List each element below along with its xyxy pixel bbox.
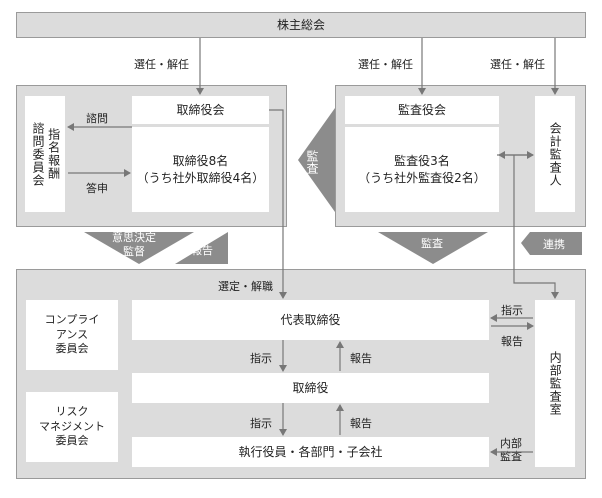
accounting-auditor-box: 会計監査人 xyxy=(535,96,575,212)
internal-report-label: 報告 xyxy=(501,335,523,348)
consult-label: 諮問 xyxy=(86,112,108,125)
internal-instruct-label: 指示 xyxy=(501,304,523,317)
report-back-label: 答申 xyxy=(86,182,108,195)
audit-board-body-box: 監査役3名 （うち社外監査役2名） xyxy=(345,127,499,212)
report-1-label: 報告 xyxy=(350,352,372,365)
internal-audit-label: 内部監査室 xyxy=(548,351,563,416)
elect-audit-label: 選任・解任 xyxy=(358,58,413,71)
report-up-label: 報告 xyxy=(191,244,213,257)
nomination-committee-box: 指名報酬 諮問委員会 xyxy=(25,96,65,212)
audit-board-title-box: 監査役会 xyxy=(345,96,499,124)
decision-supervision-arrow xyxy=(84,232,194,264)
risk-committee-label: リスク マネジメント 委員会 xyxy=(39,404,105,448)
cooperation-arrow xyxy=(521,232,582,255)
directors-box: 取締役 xyxy=(132,373,489,403)
internal-audit-link-arrow xyxy=(513,155,559,299)
shareholders-meeting-box: 株主総会 xyxy=(16,12,586,38)
representative-director-label: 代表取締役 xyxy=(280,312,341,327)
executives-box: 執行役員・各部門・子会社 xyxy=(132,437,489,467)
elect-accountant-label: 選任・解任 xyxy=(490,58,545,71)
audit-board-title-label: 監査役会 xyxy=(397,102,446,117)
decision-supervision-label: 意思決定 監督 xyxy=(112,231,156,258)
internal-audit-box: 内部監査室 xyxy=(535,300,575,467)
executives-label: 執行役員・各部門・子会社 xyxy=(238,444,383,459)
directors-label: 取締役 xyxy=(292,380,329,395)
compliance-committee-box: コンプライ アンス 委員会 xyxy=(26,300,118,370)
elect-board-label: 選任・解任 xyxy=(134,58,189,71)
representative-director-box: 代表取締役 xyxy=(132,300,489,340)
select-dismiss-label: 選定・解職 xyxy=(218,280,273,293)
shareholders-meeting-label: 株主総会 xyxy=(276,17,325,32)
audit-down-arrow xyxy=(378,232,488,264)
select-dismiss-arrow xyxy=(269,109,287,299)
instruct-2-label: 指示 xyxy=(250,417,272,430)
board-title-label: 取締役会 xyxy=(176,102,225,117)
board-title-box: 取締役会 xyxy=(132,96,269,124)
compliance-committee-label: コンプライ アンス 委員会 xyxy=(44,312,100,356)
report-up-arrow xyxy=(175,232,228,264)
nomination-committee-label: 指名報酬 諮問委員会 xyxy=(31,121,61,187)
audit-side-arrow xyxy=(298,108,335,212)
cooperation-label: 連携 xyxy=(543,238,565,251)
audit-side-label: 監査 xyxy=(305,150,319,174)
risk-committee-box: リスク マネジメント 委員会 xyxy=(26,392,118,462)
accounting-auditor-label: 会計監査人 xyxy=(548,121,563,187)
report-2-label: 報告 xyxy=(350,417,372,430)
internal-audit-arrow-label: 内部 監査 xyxy=(500,437,522,464)
instruct-1-label: 指示 xyxy=(250,352,272,365)
audit-down-label: 監査 xyxy=(421,237,443,250)
board-body-label: 取締役8名 （うち社外取締役4名） xyxy=(136,154,265,185)
board-body-box: 取締役8名 （うち社外取締役4名） xyxy=(132,127,269,212)
audit-board-body-label: 監査役3名 （うち社外監査役2名） xyxy=(358,154,486,185)
